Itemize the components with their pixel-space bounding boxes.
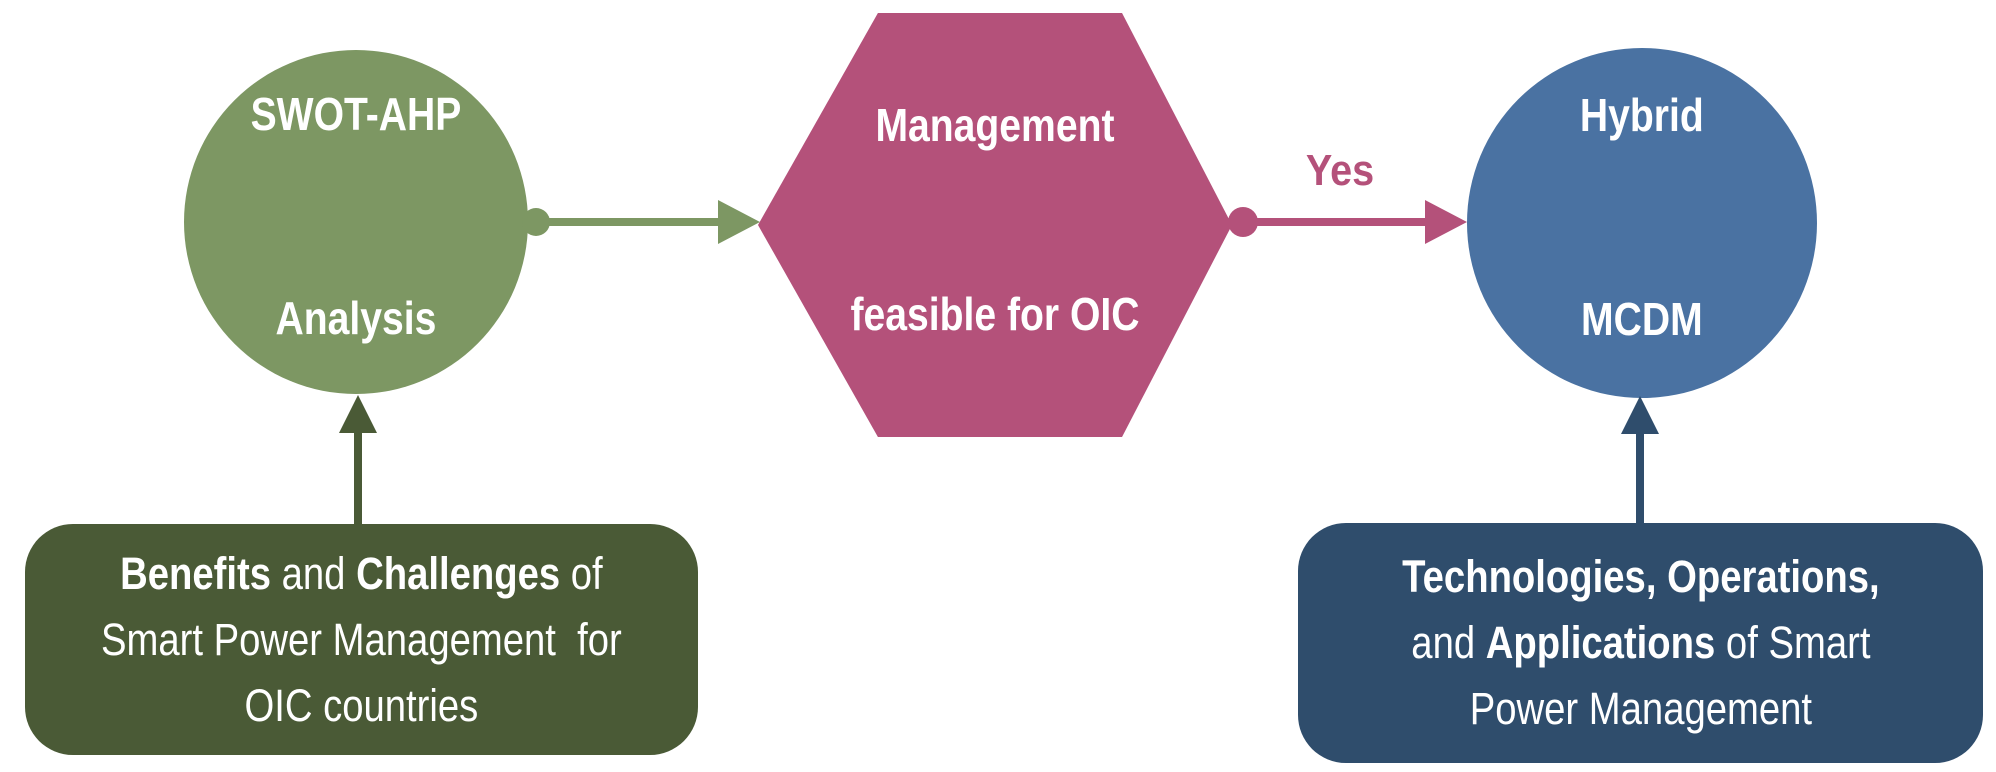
decision-hexagon-node: Is Smart Power Management feasible for O… bbox=[758, 13, 1232, 437]
hybrid-mcdm-label-line2: MCDM bbox=[1581, 293, 1703, 345]
technologies-operations-text: Technologies, Operations, and Applicatio… bbox=[1402, 544, 1880, 742]
benefits-challenges-box: Benefits and Challenges of Smart Power M… bbox=[25, 524, 698, 755]
decision-label-line3: feasible for OIC bbox=[850, 288, 1140, 340]
technologies-box-line3: Power Management bbox=[1469, 683, 1812, 734]
arrow-technologies-to-mcdm-arrowhead-icon bbox=[1621, 396, 1659, 434]
arrow-swot-to-decision-line bbox=[536, 218, 720, 226]
hybrid-mcdm-circle-node: Hybrid MCDM bbox=[1467, 48, 1817, 398]
arrow-benefits-to-swot-arrowhead-icon bbox=[339, 395, 377, 433]
swot-ahp-label: SWOT-AHP Analysis bbox=[251, 0, 462, 488]
hybrid-mcdm-label: Hybrid MCDM bbox=[1580, 0, 1704, 489]
arrow-swot-to-decision-arrowhead-icon bbox=[718, 200, 760, 244]
decision-label-line4: countries? bbox=[895, 477, 1095, 529]
technologies-operations-box: Technologies, Operations, and Applicatio… bbox=[1298, 523, 1983, 763]
arrow-decision-to-mcdm-line bbox=[1243, 218, 1427, 226]
benefits-box-line1: Benefits and Challenges of bbox=[120, 547, 603, 599]
hybrid-mcdm-label-line1: Hybrid bbox=[1580, 89, 1704, 141]
benefits-box-line3: OIC countries bbox=[244, 679, 479, 731]
benefits-challenges-text: Benefits and Challenges of Smart Power M… bbox=[101, 541, 622, 739]
decision-label: Is Smart Power Management feasible for O… bbox=[850, 13, 1140, 529]
technologies-box-line1: Technologies, Operations, bbox=[1401, 551, 1880, 602]
swot-ahp-circle-node: SWOT-AHP Analysis bbox=[184, 50, 528, 394]
swot-ahp-label-line2: Analysis bbox=[275, 292, 437, 344]
arrow-decision-to-mcdm-arrowhead-icon bbox=[1425, 200, 1467, 244]
swot-ahp-label-line1: SWOT-AHP bbox=[250, 88, 462, 140]
arrow-technologies-to-mcdm-line bbox=[1636, 430, 1644, 523]
technologies-box-line2: and Applications of Smart bbox=[1410, 617, 1871, 668]
yes-branch-label: Yes bbox=[1305, 146, 1375, 195]
arrow-benefits-to-swot-line bbox=[354, 428, 362, 524]
benefits-box-line2: Smart Power Management for bbox=[101, 613, 622, 665]
decision-label-line2: Management bbox=[875, 99, 1115, 151]
